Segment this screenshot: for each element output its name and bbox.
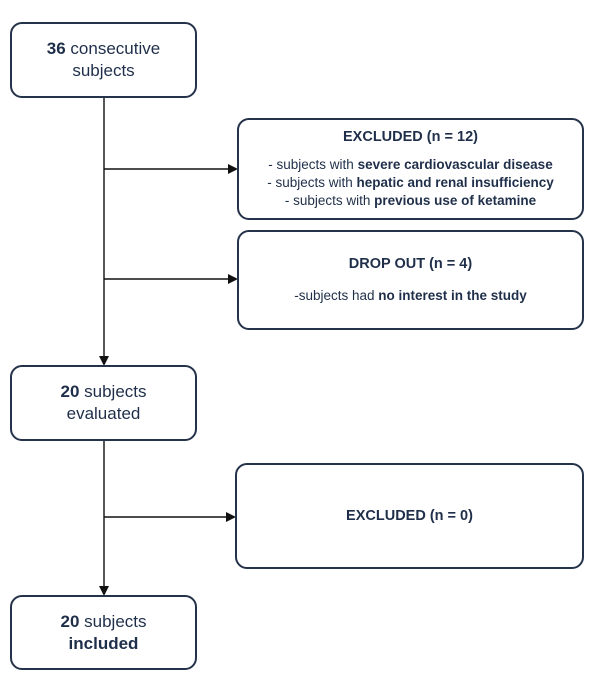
included-line-2: included <box>68 633 139 653</box>
start-text1: consecutive <box>65 39 161 58</box>
dropout-box: DROP OUT (n = 4) -subjects had no intere… <box>237 230 584 330</box>
excluded-line-2: - subjects with hepatic and renal insuff… <box>267 175 554 190</box>
excluded-0-title: EXCLUDED (n = 0) <box>346 508 473 524</box>
excluded-12-box: EXCLUDED (n = 12) - subjects with severe… <box>237 118 584 220</box>
excluded-0-box: EXCLUDED (n = 0) <box>235 463 584 569</box>
start-line-2: subjects <box>72 61 135 80</box>
start-line-1: 36 consecutive <box>47 38 160 60</box>
included-box: 20 subjects included <box>10 595 197 670</box>
start-count: 36 <box>46 39 66 58</box>
evaluated-count: 20 <box>60 382 80 401</box>
evaluated-box: 20 subjects evaluated <box>10 365 197 441</box>
included-text1: subjects <box>79 611 147 631</box>
start-box: 36 consecutive subjects <box>10 22 197 98</box>
excluded-line-1: - subjects with severe cardiovascular di… <box>268 157 553 172</box>
dropout-line: -subjects had no interest in the study <box>294 288 527 303</box>
excluded-12-title: EXCLUDED (n = 12) <box>343 129 478 145</box>
included-count: 20 <box>60 611 80 631</box>
dropout-title: DROP OUT (n = 4) <box>348 256 473 272</box>
evaluated-text1: subjects <box>79 382 147 401</box>
included-line-1: 20 subjects <box>60 611 146 633</box>
evaluated-line-2: evaluated <box>66 404 141 423</box>
evaluated-line-1: 20 subjects <box>60 381 146 403</box>
excluded-line-3: - subjects with previous use of ketamine <box>284 193 537 208</box>
